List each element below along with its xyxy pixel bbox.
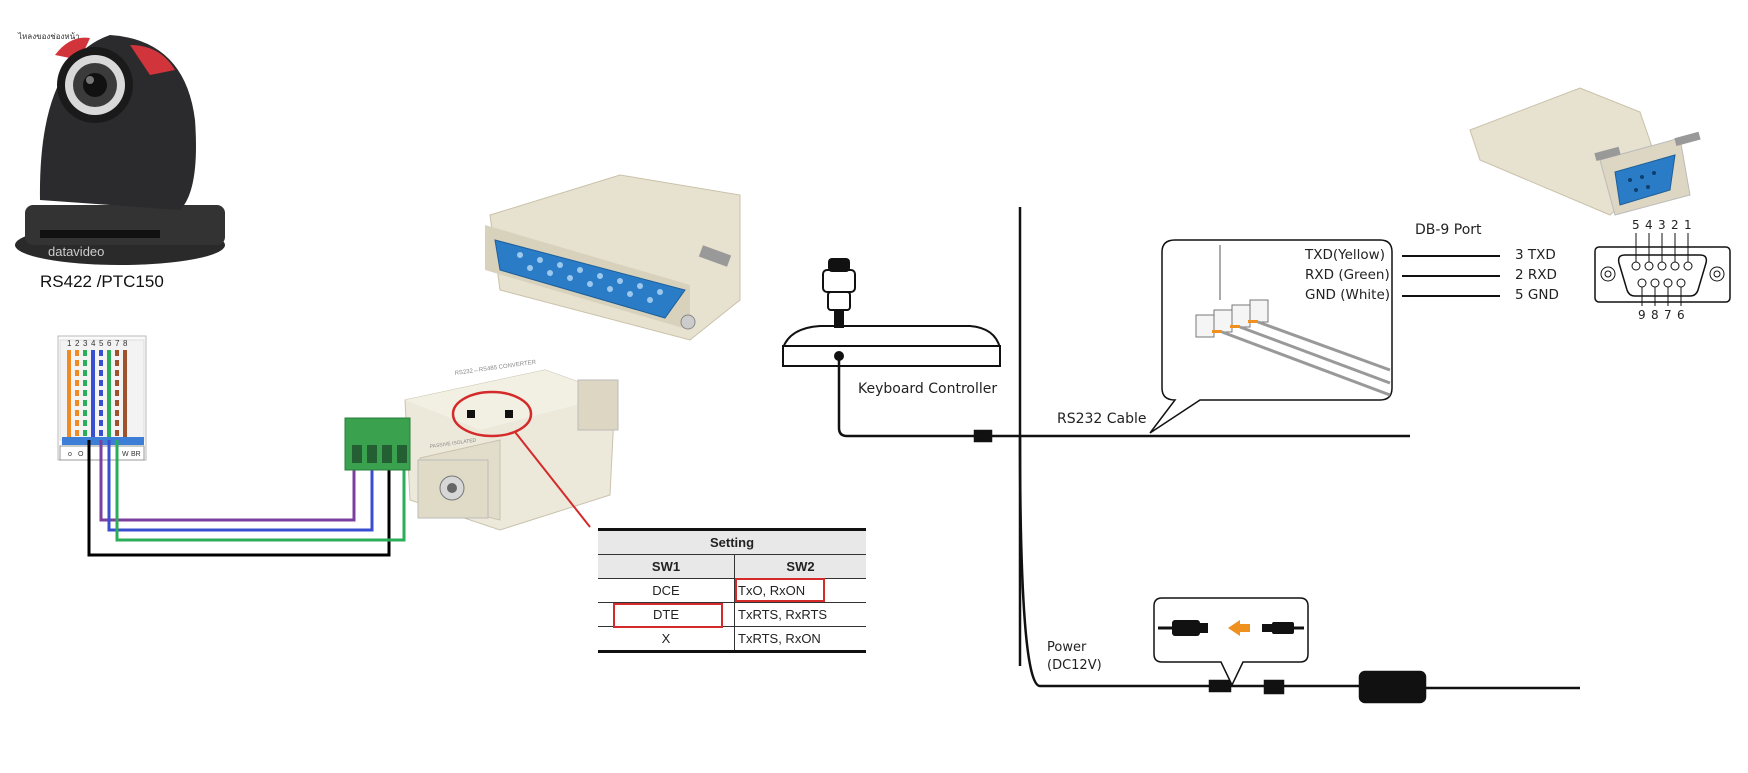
db9-pin-5: 5 <box>1632 218 1640 232</box>
rs485-converter-image: RS232⇔RS485 CONVERTER PASSIVE ISOLATED <box>344 360 619 531</box>
db9-port-label: DB-9 Port <box>1415 222 1482 238</box>
rj45-terminal-label-7: W <box>122 451 129 458</box>
power-voltage-label: (DC12V) <box>1047 658 1102 673</box>
db9-wire-lines <box>1402 255 1500 297</box>
setting-table-cell: DCE <box>598 578 735 603</box>
rj45-to-converter-wires <box>87 440 406 557</box>
db9-adapter-image <box>1469 87 1701 216</box>
rs232-wiring-callout <box>1149 239 1393 434</box>
camera-tiny-caption: ไหลงของช่องหน้า <box>18 32 80 41</box>
rj45-terminal-label-2: O <box>78 451 84 458</box>
rj45-pin-numbers: 1 2 3 4 5 6 7 8 <box>67 339 128 348</box>
setting-table-cell: TxO, RxON <box>734 578 866 603</box>
db9-pin-3: 3 <box>1658 218 1666 232</box>
switch-highlight-circle <box>451 390 533 438</box>
rj45-pin-2: 2 <box>75 339 80 348</box>
wire-label-rxd: RXD (Green) <box>1305 267 1390 283</box>
setting-table-header-sw2: SW2 <box>734 554 866 579</box>
wire-label-txd: TXD(Yellow) <box>1305 247 1385 263</box>
switch-highlight-pointer <box>514 431 591 528</box>
db9-pinout-diagram <box>1594 233 1731 306</box>
rj45-pin-7: 7 <box>115 339 120 348</box>
rj45-pin-3: 3 <box>83 339 88 348</box>
rs232-cable-label: RS232 Cable <box>1057 411 1147 427</box>
rj45-terminal-label-8: BR <box>131 451 141 458</box>
brand-logo-text: datavideo <box>48 244 104 259</box>
db9-pin-6: 6 <box>1677 308 1685 322</box>
setting-table-cell: TxRTS, RxON <box>734 626 866 653</box>
setting-table-cell: TxRTS, RxRTS <box>734 602 866 627</box>
pin-label-gnd: 5 GND <box>1515 287 1559 303</box>
rj45-terminal-labels: o O W BR <box>68 451 141 458</box>
pin-label-txd: 3 TXD <box>1515 247 1556 263</box>
sw1-dte-highlight <box>613 603 723 628</box>
setting-table-title: Setting <box>598 528 866 555</box>
rj45-pin-8: 8 <box>123 339 128 348</box>
setting-table-cell: X <box>598 626 735 653</box>
keyboard-controller-image <box>782 258 1001 367</box>
db9-pin-9: 9 <box>1638 308 1646 322</box>
rj45-pin-6: 6 <box>107 339 112 348</box>
pin-label-rxd: 2 RXD <box>1515 267 1557 283</box>
rj45-pin-5: 5 <box>99 339 104 348</box>
db25-adapter-image <box>485 174 741 341</box>
db9-pin-2: 2 <box>1671 218 1679 232</box>
main-cables <box>837 207 1580 704</box>
sw2-dce-highlight <box>735 578 825 602</box>
rj45-pin-1: 1 <box>67 339 72 348</box>
db9-pin-7: 7 <box>1664 308 1672 322</box>
table-row: X TxRTS, RxON <box>598 626 866 653</box>
table-row: DCE TxO, RxON <box>598 578 866 603</box>
wire-label-gnd: GND (White) <box>1305 287 1391 303</box>
db9-pin-4: 4 <box>1645 218 1653 232</box>
keyboard-controller-label: Keyboard Controller <box>858 381 998 397</box>
rj45-connector-image <box>57 335 147 461</box>
rj45-terminal-label-1: o <box>68 451 72 458</box>
ptz-camera-image: datavideo <box>15 35 225 265</box>
db9-pin-1: 1 <box>1684 218 1692 232</box>
dip-switch-setting-table: Setting SW1 SW2 DCE TxO, RxON DTE TxRTS,… <box>598 528 866 653</box>
camera-model-label: RS422 /PTC150 <box>40 272 164 291</box>
power-label: Power <box>1047 640 1087 655</box>
setting-table-header-sw1: SW1 <box>598 554 735 579</box>
db9-pin-8: 8 <box>1651 308 1659 322</box>
power-connector-callout <box>1153 597 1309 687</box>
rj45-pin-4: 4 <box>91 339 96 348</box>
